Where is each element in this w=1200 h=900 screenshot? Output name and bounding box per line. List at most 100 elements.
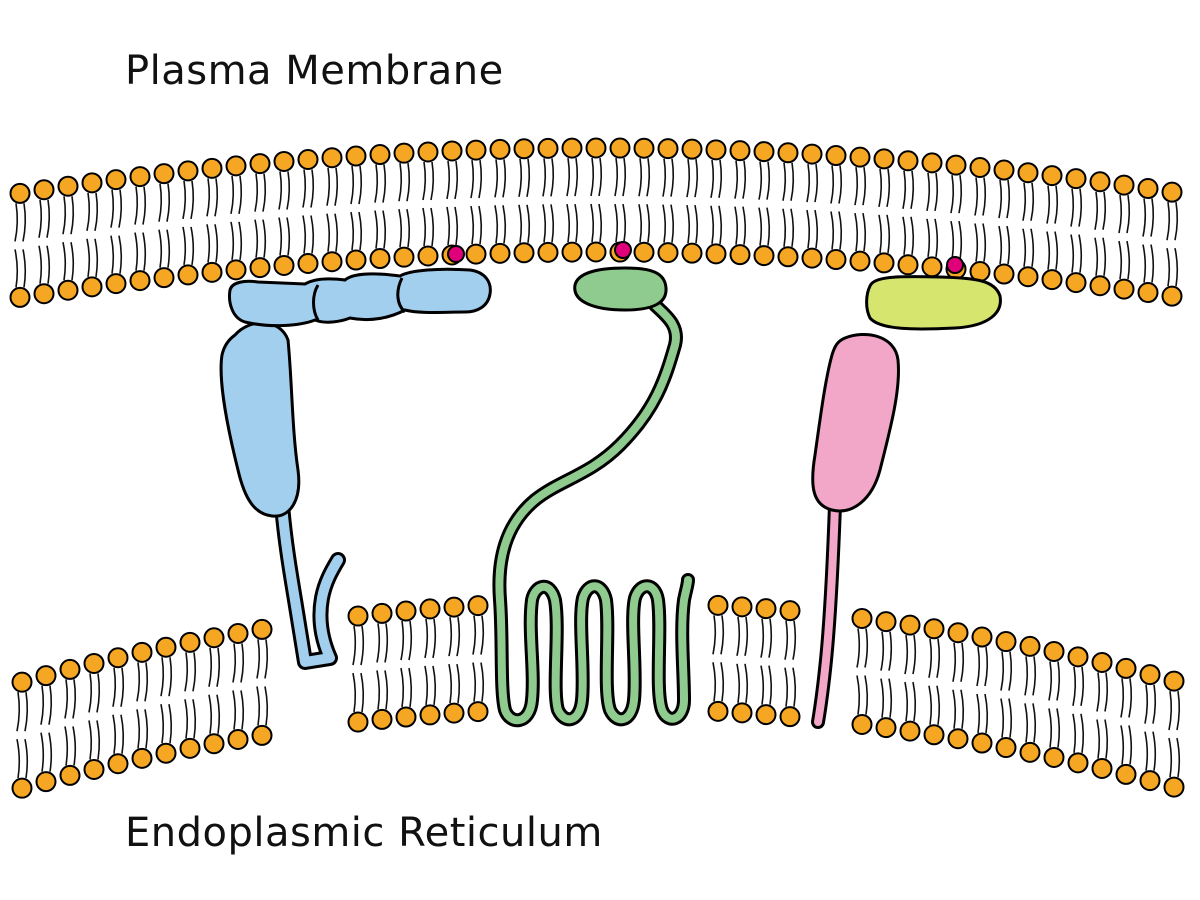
lipid-head xyxy=(1017,162,1039,184)
lipid-tail xyxy=(144,709,149,749)
lipid-tail xyxy=(646,158,651,197)
lipid-head xyxy=(1163,670,1185,692)
lipid-head xyxy=(105,273,127,295)
lipid-head xyxy=(33,283,55,305)
lipid-tail xyxy=(910,216,915,255)
lipid-tail xyxy=(926,218,931,258)
lipid-tail xyxy=(1072,713,1077,753)
lipid-head xyxy=(225,259,247,281)
lipid-tail xyxy=(720,662,725,702)
lipid-tail xyxy=(262,173,267,212)
lipid-tail xyxy=(790,162,795,201)
lipid-tail xyxy=(1032,656,1037,696)
lipid-tail xyxy=(16,692,21,732)
lipid-head xyxy=(419,598,441,620)
lipid-head xyxy=(59,764,81,786)
lipid-tail xyxy=(670,158,675,197)
lipid-head xyxy=(731,596,753,618)
lipid-tail xyxy=(742,160,747,199)
lipid-tail xyxy=(286,171,291,210)
plasma-membrane-bilayer xyxy=(9,137,1183,308)
lipid-tail xyxy=(902,216,907,255)
lipid-tail xyxy=(782,208,787,247)
lipid-tail xyxy=(1118,240,1123,280)
lipid-tail xyxy=(670,204,675,243)
lipid-tail xyxy=(622,157,627,197)
lipid-tail xyxy=(1078,234,1083,273)
lipid-tail xyxy=(984,646,989,687)
lipid-head xyxy=(59,658,81,680)
green-protein-head xyxy=(573,266,668,312)
lipid-tail xyxy=(686,204,691,244)
lipid-head xyxy=(561,241,583,263)
lipid-tail xyxy=(96,720,101,760)
lipid-head xyxy=(1043,640,1065,662)
lipid-tail xyxy=(424,618,429,659)
lipid-head xyxy=(371,708,393,730)
lipid-head xyxy=(417,245,439,267)
lipid-tail xyxy=(1048,661,1053,701)
lipid-tail xyxy=(262,219,267,258)
lipid-tail xyxy=(880,631,885,671)
lipid-head xyxy=(81,172,103,194)
lipid-head xyxy=(177,160,199,182)
lipid-head xyxy=(81,276,103,298)
lipid-head xyxy=(971,732,993,754)
lipid-tail xyxy=(984,693,989,734)
lipid-tail xyxy=(88,673,93,713)
lipid-tail xyxy=(518,158,523,197)
lipid-tail xyxy=(998,179,1003,219)
lipid-tail xyxy=(62,242,67,281)
lipid-tail xyxy=(456,616,461,657)
lipid-tail xyxy=(976,693,981,734)
lipid-tail xyxy=(974,177,979,216)
lipid-tail xyxy=(912,681,917,722)
lipid-tail xyxy=(910,170,915,209)
lipid-tail xyxy=(760,665,765,705)
lipid-tail xyxy=(350,165,355,205)
lipid-tail xyxy=(46,245,51,284)
lipid-tail xyxy=(454,206,459,246)
lipid-tail xyxy=(720,615,725,655)
lipid-tail xyxy=(590,203,595,243)
lipid-tail xyxy=(662,158,667,197)
lipid-head xyxy=(705,139,727,161)
lipid-head xyxy=(129,166,151,188)
lipid-head xyxy=(1091,757,1113,779)
lipid-tail xyxy=(550,204,555,243)
lipid-head xyxy=(83,758,105,780)
lipid-head xyxy=(921,152,943,174)
lipid-tail xyxy=(1048,708,1053,748)
lipid-tail xyxy=(902,170,907,209)
lipid-tail xyxy=(398,163,403,202)
lipid-tail xyxy=(406,163,411,202)
lipid-tail xyxy=(1080,713,1085,753)
lipid-head xyxy=(753,245,775,267)
lipid-head xyxy=(489,242,511,264)
lipid-head xyxy=(347,711,369,733)
lipid-tail xyxy=(694,159,699,198)
lipid-tail xyxy=(768,665,773,705)
lipid-tail xyxy=(70,196,75,235)
lipid-tail xyxy=(472,662,477,702)
lipid-tail xyxy=(350,211,355,251)
lipid-tail xyxy=(38,199,43,238)
lipid-tail xyxy=(160,704,165,744)
lipid-head xyxy=(395,600,417,622)
lipid-tail xyxy=(768,618,773,658)
lipid-tail xyxy=(598,203,603,243)
lipid-tail xyxy=(1024,656,1029,696)
lipid-tail xyxy=(432,665,437,706)
lipid-tail xyxy=(1168,690,1173,731)
lipid-tail xyxy=(526,204,531,243)
lipid-head xyxy=(467,701,489,723)
lipid-tail xyxy=(784,667,789,707)
lipid-tail xyxy=(136,662,141,702)
lipid-tail xyxy=(744,616,749,656)
blue-protein-head xyxy=(228,267,492,328)
lipid-tail xyxy=(182,226,187,266)
lipid-tail xyxy=(952,642,957,682)
lipid-head xyxy=(83,652,105,674)
lipid-head xyxy=(801,247,823,269)
lipid-tail xyxy=(448,616,453,657)
